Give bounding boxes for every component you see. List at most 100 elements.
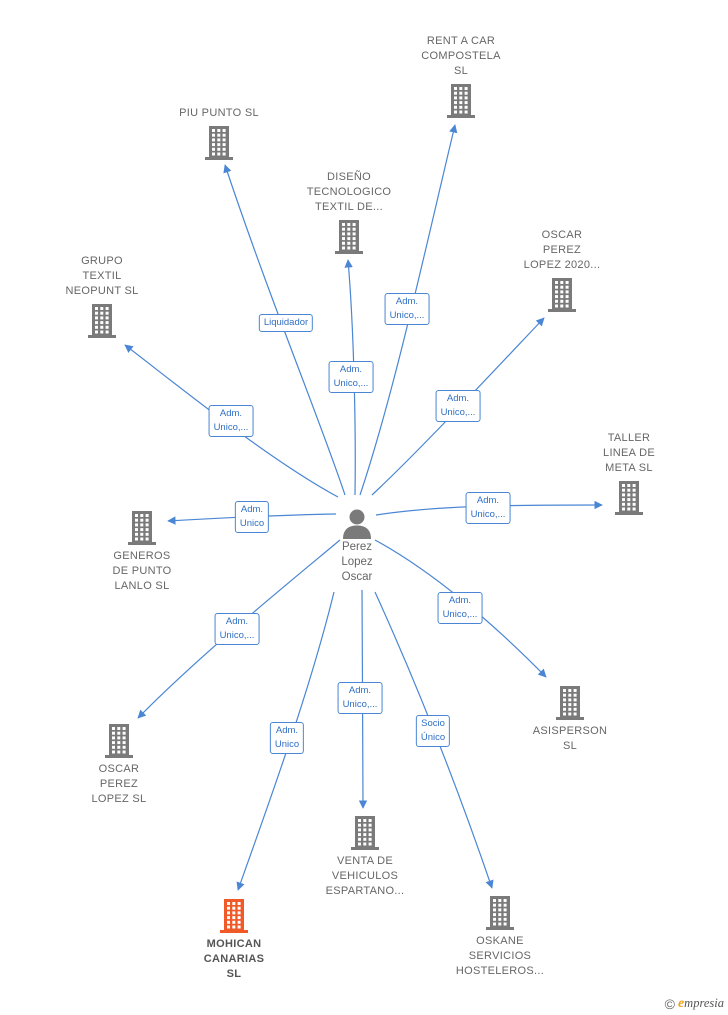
relation-text: Socio — [421, 718, 445, 729]
person-name-line: Oscar — [341, 571, 373, 583]
relation-label-generos-de-punto-lanlo[interactable]: Adm. Unico — [234, 501, 270, 533]
relation-text: Unico,... — [333, 378, 369, 389]
company-name-line: DE PUNTO — [112, 565, 172, 577]
company-name-line: META SL — [605, 462, 653, 474]
company-node-asisperson[interactable]: ASISPERSON SL — [510, 685, 630, 754]
relation-label-asisperson[interactable]: Adm. Unico,... — [437, 592, 483, 624]
edge-piu-punto — [223, 164, 346, 496]
building-icon — [556, 686, 584, 720]
company-name-line: LOPEZ SL — [91, 793, 147, 805]
company-node-mohican-canarias[interactable]: MOHICAN CANARIAS SL — [174, 898, 294, 982]
building-icon — [486, 896, 514, 930]
company-name-line: DISEÑO — [327, 171, 371, 183]
brand-logo-text: mpresia — [684, 996, 724, 1010]
company-name-line: TEXTIL DE... — [315, 201, 383, 213]
brand-logo: empresia — [678, 996, 724, 1012]
relation-text: Unico,... — [440, 407, 476, 418]
company-name-line: MOHICAN — [206, 938, 262, 950]
copyright-icon: © — [664, 996, 675, 1012]
relation-text: Unico — [239, 518, 265, 529]
company-name-line: TEXTIL — [82, 270, 122, 282]
person-node[interactable]: Perez Lopez Oscar — [328, 508, 386, 585]
person-name: Perez Lopez Oscar — [341, 540, 372, 585]
building-icon — [351, 816, 379, 850]
company-name-line: OSCAR — [541, 229, 583, 241]
relation-label-rent-a-car-compostela[interactable]: Adm. Unico,... — [384, 293, 430, 325]
relation-text: Adm. — [225, 616, 249, 627]
company-name-line: SL — [562, 740, 578, 752]
relation-text: Adm. — [275, 725, 299, 736]
company-name-line: VENTA DE — [336, 855, 393, 867]
relation-label-piu-punto[interactable]: Liquidador — [258, 314, 314, 332]
company-name: ASISPERSON SL — [533, 724, 608, 754]
relation-text: Adm. — [395, 296, 419, 307]
building-icon — [335, 220, 363, 254]
relation-text: Unico,... — [389, 310, 425, 321]
building-icon — [220, 899, 248, 933]
relation-label-grupo-textil-neopunt[interactable]: Adm. Unico,... — [208, 405, 254, 437]
relation-text: Adm. — [446, 393, 470, 404]
company-name-line: GRUPO — [81, 255, 123, 267]
relation-text: Adm. — [476, 495, 500, 506]
company-name: PIU PUNTO SL — [179, 106, 259, 121]
company-node-generos-de-punto-lanlo[interactable]: GENEROS DE PUNTO LANLO SL — [82, 510, 202, 594]
building-icon — [88, 304, 116, 338]
company-name-line: TALLER — [607, 432, 651, 444]
company-node-piu-punto[interactable]: PIU PUNTO SL — [159, 106, 279, 161]
company-name-line: LOPEZ 2020... — [523, 259, 601, 271]
company-name-line: SL — [453, 65, 469, 77]
building-icon — [615, 481, 643, 515]
relation-text: Adm. — [348, 685, 372, 696]
company-name-line: ASISPERSON — [532, 725, 608, 737]
company-name-line: HOSTELEROS... — [455, 965, 545, 977]
relation-label-oscar-perez-lopez[interactable]: Adm.Unico,... — [214, 613, 260, 645]
relation-text: Adm. — [339, 364, 363, 375]
person-name-line: Lopez — [341, 556, 373, 568]
company-name-line: VEHICULOS — [331, 870, 399, 882]
relation-label-mohican-canarias[interactable]: Adm.Unico — [269, 722, 305, 754]
relation-text: Unico,... — [442, 609, 478, 620]
company-name-line: PIU PUNTO SL — [179, 107, 259, 119]
company-name-line: OSCAR — [98, 763, 140, 775]
relation-text: Adm. — [219, 408, 243, 419]
company-name: MOHICAN CANARIAS SL — [204, 937, 264, 982]
relation-text: Adm. — [448, 595, 472, 606]
relation-label-taller-linea-de-meta[interactable]: Adm. Unico,... — [465, 492, 511, 524]
company-name-line: GENEROS — [113, 550, 171, 562]
building-icon — [447, 84, 475, 118]
company-node-oscar-perez-lopez-2020[interactable]: OSCAR PEREZ LOPEZ 2020... — [502, 228, 622, 313]
company-name: TALLER LINEA DE META SL — [603, 431, 655, 476]
company-name-line: SERVICIOS — [468, 950, 532, 962]
relation-label-oscar-perez-lopez-2020[interactable]: Adm. Unico,... — [435, 390, 481, 422]
relation-text: Unico,... — [342, 699, 378, 710]
building-icon — [205, 126, 233, 160]
building-icon — [105, 724, 133, 758]
relation-text: Unico,... — [470, 509, 506, 520]
relation-text: Adm. — [240, 504, 264, 515]
footer-credit: © empresia — [665, 996, 724, 1012]
relation-text: Liquidador — [263, 317, 309, 328]
relation-label-diseno-tecnologico-textil[interactable]: Adm. Unico,... — [328, 361, 374, 393]
relation-text: Unico,... — [213, 422, 249, 433]
building-icon — [128, 511, 156, 545]
company-name-line: LANLO SL — [114, 580, 170, 592]
company-name-line: PEREZ — [542, 244, 582, 256]
company-name-line: CANARIAS — [203, 953, 265, 965]
relation-text: Único — [420, 732, 446, 743]
company-name-line: SL — [226, 968, 242, 980]
company-node-taller-linea-de-meta[interactable]: TALLER LINEA DE META SL — [569, 431, 689, 516]
company-name-line: COMPOSTELA — [421, 50, 501, 62]
relation-label-venta-de-vehiculos-espartano[interactable]: Adm. Unico,... — [337, 682, 383, 714]
company-name-line: LINEA DE — [603, 447, 655, 459]
